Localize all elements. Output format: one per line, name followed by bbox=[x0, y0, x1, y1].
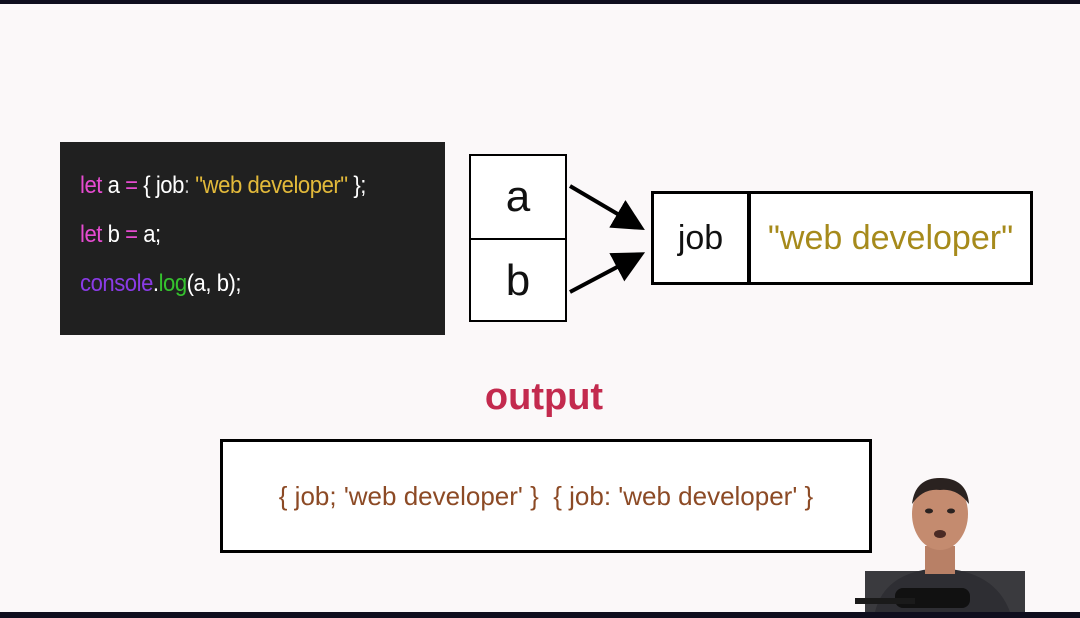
arrow-b-to-object bbox=[569, 252, 646, 294]
console-object: console bbox=[80, 270, 153, 297]
arrow-a-to-object bbox=[568, 184, 645, 231]
presenter-face bbox=[912, 478, 968, 550]
output-box: { job; 'web developer' } { job: 'web dev… bbox=[220, 439, 872, 553]
code-line-2: let b = a; bbox=[80, 221, 161, 249]
keyword-let: let bbox=[80, 172, 102, 199]
variable-name: a bbox=[101, 172, 126, 199]
slide: let a = { job: "web developer" }; let b … bbox=[0, 4, 1080, 612]
object-box: job "web developer" bbox=[651, 191, 1033, 285]
object-value: "web developer" bbox=[767, 218, 1014, 257]
variable-a: a bbox=[505, 172, 531, 221]
variable-name: b bbox=[101, 221, 126, 248]
object-key: job bbox=[654, 194, 751, 282]
presenter-neck bbox=[925, 546, 955, 574]
call-args: (a, b); bbox=[186, 270, 242, 297]
presenter-webcam bbox=[855, 478, 1025, 612]
presenter-eye-left bbox=[925, 508, 933, 514]
output-title: output bbox=[484, 376, 604, 418]
presenter-eye-right bbox=[947, 508, 955, 514]
brace-open: { bbox=[137, 172, 156, 199]
property-name: job bbox=[155, 172, 185, 199]
output-text: { job; 'web developer' } { job: 'web dev… bbox=[278, 480, 814, 511]
dot: . bbox=[152, 270, 159, 297]
bottom-bar bbox=[0, 612, 1080, 618]
string-value: "web developer" bbox=[195, 172, 348, 199]
variable-b: b bbox=[471, 238, 565, 322]
code-panel: let a = { job: "web developer" }; let b … bbox=[60, 142, 445, 335]
assign-operator: = bbox=[125, 221, 138, 248]
mic-arm bbox=[855, 598, 915, 604]
code-line-3: console.log(a, b); bbox=[80, 270, 242, 298]
reference-arrows bbox=[568, 184, 646, 294]
assign-rest: a; bbox=[137, 221, 161, 248]
keyword-let: let bbox=[80, 221, 102, 248]
variables-box: a b bbox=[469, 154, 567, 322]
presenter-mouth bbox=[934, 530, 946, 538]
log-function: log bbox=[158, 270, 188, 297]
code-line-1: let a = { job: "web developer" }; bbox=[80, 172, 366, 200]
presenter-hair bbox=[912, 478, 969, 504]
assign-operator: = bbox=[125, 172, 138, 199]
colon: : bbox=[183, 172, 196, 199]
brace-close: }; bbox=[347, 172, 366, 199]
